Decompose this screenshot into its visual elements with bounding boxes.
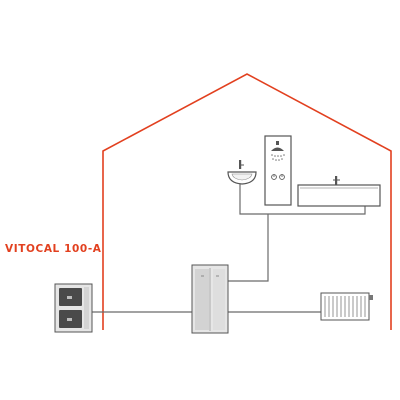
pipe-bathroom-distribution xyxy=(239,183,366,215)
pipes xyxy=(92,183,366,313)
washbasin-icon xyxy=(227,160,257,185)
bathtub-icon xyxy=(297,176,381,207)
radiator-icon xyxy=(320,292,373,321)
shower-icon xyxy=(264,135,292,206)
storage-tank-icon xyxy=(191,264,229,334)
product-name-label: VITOCAL 100-A xyxy=(5,243,102,255)
heat-pump-icon xyxy=(54,283,93,333)
house-outline xyxy=(102,73,392,330)
pipe-tank-to-bathroom xyxy=(228,214,269,282)
